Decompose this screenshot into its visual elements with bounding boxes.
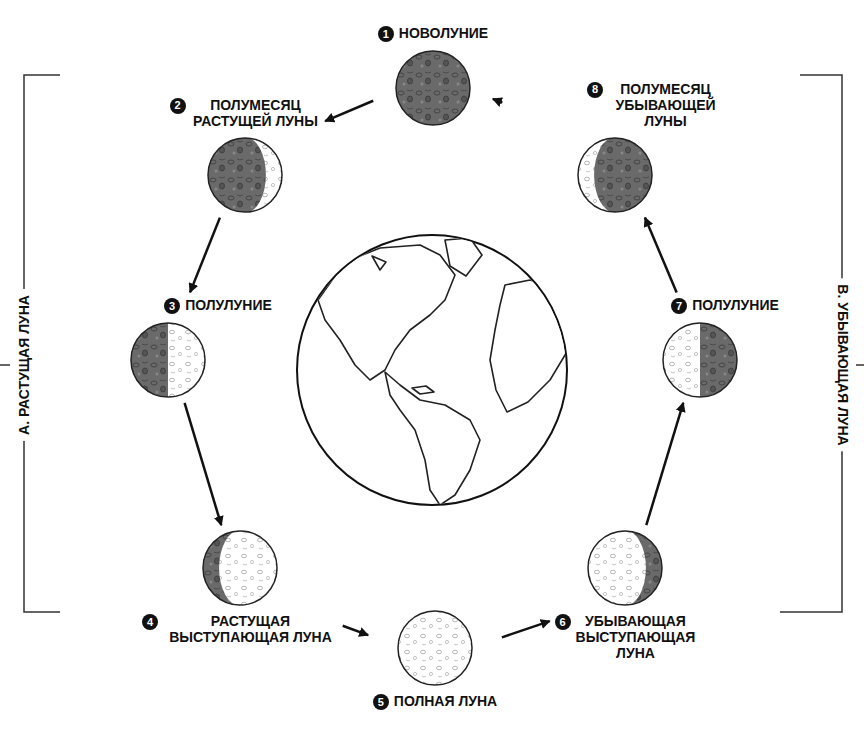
moon-shape bbox=[662, 322, 738, 398]
phase-label: 6 УБЫВАЮЩАЯ ВЫСТУПАЮЩАЯ ЛУНА bbox=[555, 613, 696, 661]
phase-label: 7 ПОЛУЛУНИЕ bbox=[671, 297, 779, 314]
phase-label: 3 ПОЛУЛУНИЕ bbox=[164, 297, 272, 314]
earth bbox=[297, 235, 575, 505]
moon-shape bbox=[207, 137, 283, 213]
moon-illustration bbox=[202, 530, 278, 606]
callout-number: 3 bbox=[164, 298, 180, 314]
callout-number: 8 bbox=[587, 82, 603, 98]
moon-phase: 2 ПОЛУМЕСЯЦ РАСТУЩЕЙ ЛУНЫ bbox=[170, 97, 321, 213]
phase-name: ПОЛУЛУНИЕ bbox=[185, 297, 272, 313]
phase-arrow bbox=[185, 403, 222, 525]
callout-number: 6 bbox=[555, 614, 571, 630]
moon-phase: 7 ПОЛУЛУНИЕ bbox=[621, 297, 779, 398]
moon-shape bbox=[587, 530, 663, 606]
phase-label: 4 РАСТУЩАЯ ВЫСТУПАЮЩАЯ ЛУНА bbox=[142, 613, 338, 645]
moon-illustration bbox=[395, 50, 471, 126]
phase-name: ПОЛУМЕСЯЦ УБЫВАЮЩЕЙ ЛУНЫ bbox=[608, 81, 723, 129]
callout-number: 1 bbox=[378, 26, 394, 42]
phase-name: ПОЛУМЕСЯЦ РАСТУЩЕЙ ЛУНЫ bbox=[191, 97, 321, 129]
moon-phase: 6 УБЫВАЮЩАЯ ВЫСТУПАЮЩАЯ ЛУНА bbox=[555, 530, 696, 661]
bracket bbox=[0, 75, 864, 612]
moon-illustration bbox=[397, 610, 473, 686]
moon-shape bbox=[397, 610, 473, 686]
moon-shape bbox=[395, 50, 471, 126]
moon-illustration bbox=[587, 530, 663, 606]
moon-phase: 5 ПОЛНАЯ ЛУНА bbox=[373, 610, 497, 710]
phase-name: ПОЛУЛУНИЕ bbox=[692, 297, 779, 313]
phase-label: 2 ПОЛУМЕСЯЦ РАСТУЩЕЙ ЛУНЫ bbox=[170, 97, 321, 129]
phase-arrow bbox=[502, 621, 550, 637]
moon-shape bbox=[130, 322, 206, 398]
phase-arrow bbox=[645, 218, 677, 293]
moon-illustration bbox=[130, 322, 206, 398]
phase-label: 8 ПОЛУМЕСЯЦ УБЫВАЮЩЕЙ ЛУНЫ bbox=[587, 81, 723, 129]
moon-illustration bbox=[207, 137, 283, 213]
phase-arrow bbox=[493, 99, 503, 103]
moon-shape bbox=[202, 530, 278, 606]
moon-phase: 1 НОВОЛУНИЕ bbox=[378, 25, 488, 126]
phase-arrow bbox=[646, 403, 683, 525]
moon-shape bbox=[577, 137, 653, 213]
group-label: А. РАСТУЩАЯ ЛУНА bbox=[15, 289, 33, 441]
moon-illustration bbox=[662, 322, 738, 398]
moon-illustration bbox=[577, 137, 653, 213]
phase-name: ПОЛНАЯ ЛУНА bbox=[394, 693, 497, 709]
phase-label: 1 НОВОЛУНИЕ bbox=[378, 25, 488, 42]
phase-name: УБЫВАЮЩАЯ ВЫСТУПАЮЩАЯ ЛУНА bbox=[576, 613, 696, 661]
phase-name: РАСТУЩАЯ ВЫСТУПАЮЩАЯ ЛУНА bbox=[163, 613, 338, 645]
phase-arrow bbox=[343, 626, 368, 635]
moon-phase: 3 ПОЛУЛУНИЕ bbox=[64, 297, 272, 398]
phase-name: НОВОЛУНИЕ bbox=[399, 25, 488, 41]
callout-number: 7 bbox=[671, 298, 687, 314]
group-label: В. УБЫВАЮЩАЯ ЛУНА bbox=[833, 278, 851, 451]
phase-arrow bbox=[325, 101, 373, 121]
moon-phase: 4 РАСТУЩАЯ ВЫСТУПАЮЩАЯ ЛУНА bbox=[142, 530, 338, 645]
callout-number: 2 bbox=[170, 98, 186, 114]
callout-number: 5 bbox=[373, 694, 389, 710]
phase-label: 5 ПОЛНАЯ ЛУНА bbox=[373, 693, 497, 710]
phase-arrow bbox=[190, 218, 220, 293]
callout-number: 4 bbox=[142, 614, 158, 630]
moon-phase: 8 ПОЛУМЕСЯЦ УБЫВАЮЩЕЙ ЛУНЫ bbox=[507, 81, 723, 213]
